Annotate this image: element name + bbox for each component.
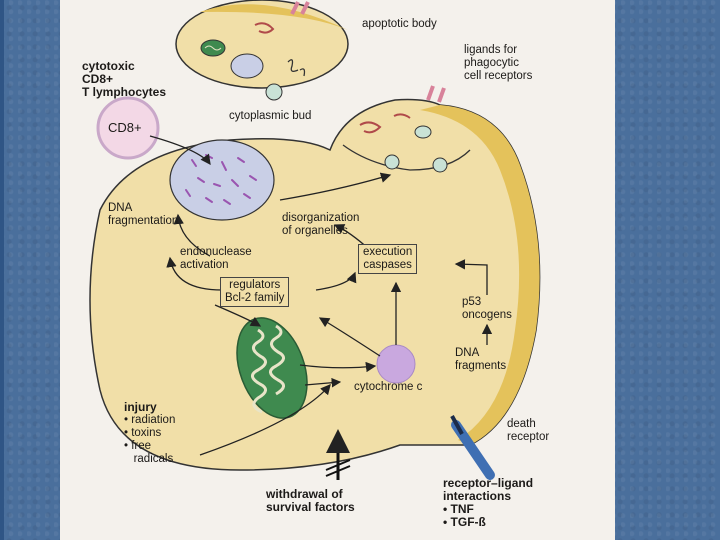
- label-p53: p53 oncogens: [462, 296, 512, 321]
- label-endonuclease: endonuclease activation: [180, 246, 252, 271]
- arrow-regulators-to-caspases: [315, 271, 357, 291]
- arrow-injury: [199, 384, 331, 456]
- arrow-endonuclease-to-dna: [173, 213, 211, 257]
- label-cytoplasmic-bud: cytoplasmic bud: [229, 110, 312, 122]
- arrow-regulators-to-mito: [214, 304, 262, 327]
- label-receptor-ligand: receptor–ligand interactions: [443, 476, 534, 503]
- label-execution-caspases: execution caspases: [358, 244, 418, 274]
- label-injury: injury: [124, 400, 157, 414]
- label-apoptotic-body: apoptotic body: [362, 18, 437, 30]
- label-ligands: ligands for phagocytic cell receptors: [464, 44, 533, 82]
- label-cytochrome-c: cytochrome c: [354, 381, 423, 393]
- nucleus: [169, 139, 275, 221]
- cytochrome-c-particle: [376, 344, 416, 384]
- label-dna-fragmentation: DNA fragmentation: [108, 202, 179, 227]
- arrow-cytochrome-to-regulators: [318, 317, 381, 357]
- label-disorganization: disorganization of organelles: [282, 212, 360, 237]
- arrow-cd8-to-nucleus: [149, 135, 211, 166]
- arrow-regulators-to-endonuclease: [166, 256, 223, 291]
- label-injury-list: • radiation • toxins • free radicals: [124, 414, 176, 465]
- label-dna-fragments: DNA fragments: [455, 347, 507, 372]
- label-cytotoxic-t-cells: cytotoxic CD8+ T lymphocytes: [82, 59, 167, 99]
- mitochondrion: [236, 317, 308, 419]
- arrow-mito-to-cytochrome: [299, 361, 377, 373]
- arrow-p53-to-caspases: [454, 259, 488, 295]
- apoptotic-cell: [89, 85, 541, 471]
- label-death-receptor: death receptor: [507, 418, 550, 443]
- label-regulators: regulators Bcl-2 family: [220, 277, 290, 307]
- cd8-t-cell: [96, 96, 160, 160]
- arrow-to-bud: [279, 172, 392, 201]
- label-receptor-ligand-list: • TNF • TGF-ß: [443, 502, 486, 529]
- slide-left-edge: [0, 0, 4, 540]
- label-withdrawal: withdrawal of survival factors: [266, 487, 355, 514]
- apoptotic-body: [175, 0, 349, 101]
- withdrawal-arrow: [325, 429, 351, 480]
- death-receptor: [450, 415, 495, 480]
- label-cd8: CD8+: [108, 120, 142, 135]
